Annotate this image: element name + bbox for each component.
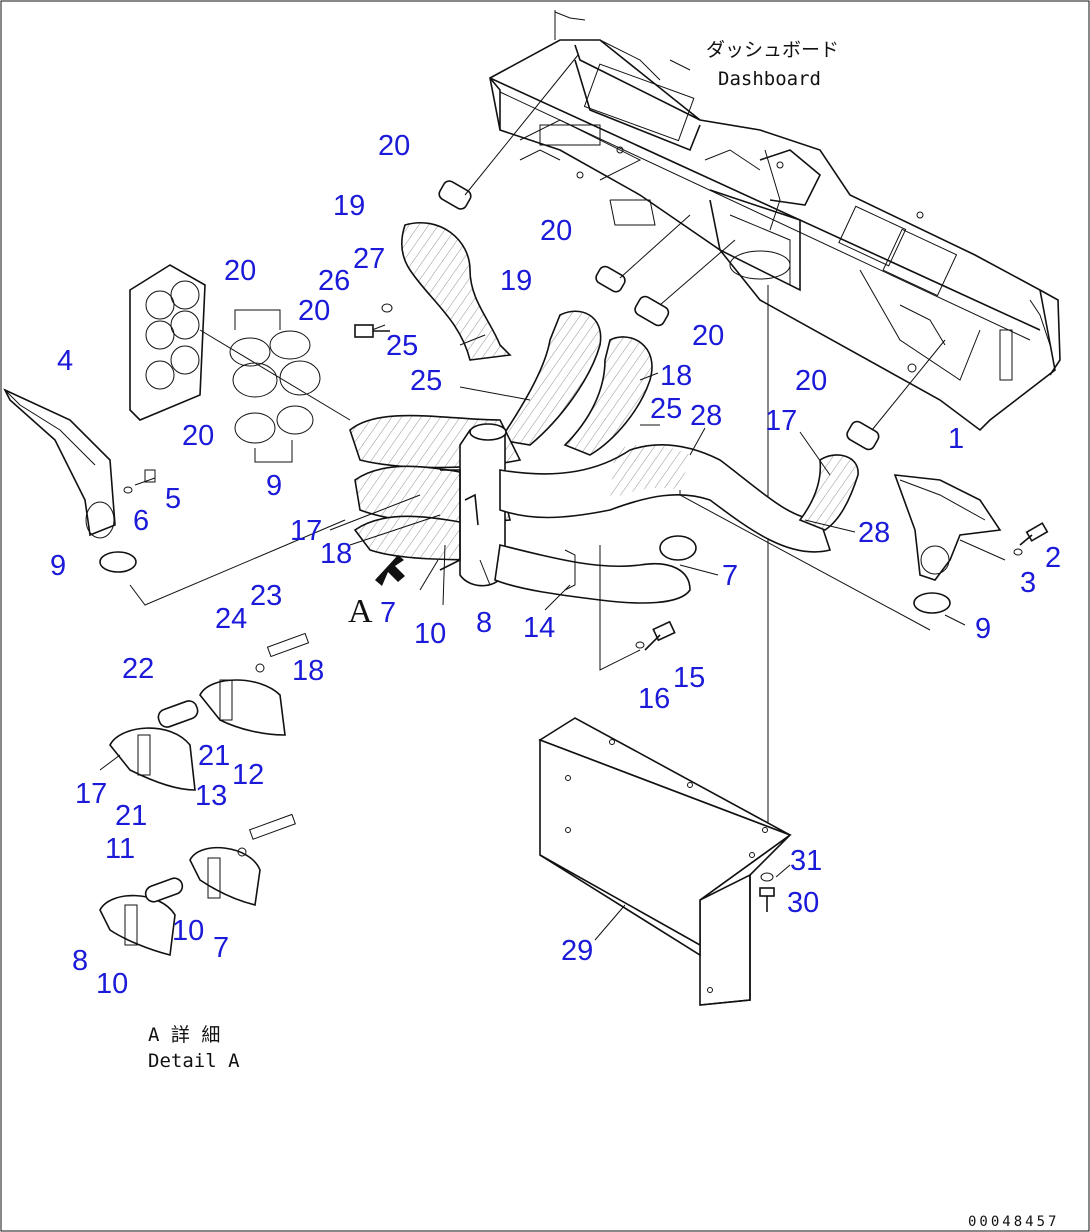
callout-label: 19	[500, 265, 532, 297]
callout-label: 16	[638, 683, 670, 715]
callout-label: 25	[410, 365, 442, 397]
detail-label-jp: A 詳 細	[148, 1024, 220, 1046]
callout-label: 15	[673, 662, 705, 694]
callout-label: 21	[198, 740, 230, 772]
callout-label: 10	[172, 915, 204, 947]
callout-label: 28	[858, 517, 890, 549]
callout-label: 10	[96, 968, 128, 1000]
callout-label: 31	[790, 845, 822, 877]
callout-label: 13	[195, 780, 227, 812]
right-diffuser	[893, 474, 1049, 581]
clamp-set	[229, 309, 321, 463]
callout-label: 26	[318, 265, 350, 297]
callout-label: 4	[57, 345, 73, 377]
callout-label: 9	[975, 613, 991, 645]
callout-label: 27	[353, 243, 385, 275]
callout-label: 9	[50, 550, 66, 582]
callout-label: 28	[690, 400, 722, 432]
callout-label: 30	[787, 887, 819, 919]
detail-label-en: Detail A	[148, 1050, 240, 1072]
callout-label: 3	[1020, 567, 1036, 599]
callout-label: 23	[250, 580, 282, 612]
callout-label: 5	[165, 483, 181, 515]
callout-label: 8	[72, 945, 88, 977]
louver-panel	[129, 264, 351, 421]
leader-lines	[329, 324, 931, 671]
callout-label: 20	[378, 130, 410, 162]
callout-label: 21	[115, 800, 147, 832]
callout-label: 29	[561, 935, 593, 967]
callout-label: 8	[476, 607, 492, 639]
callout-label: 25	[650, 393, 682, 425]
hose-clamp	[595, 214, 691, 293]
callout-label: 25	[386, 330, 418, 362]
hose-clamp	[99, 519, 346, 606]
callout-label: 18	[292, 655, 324, 687]
bolt-set	[759, 864, 791, 912]
callout-label: 7	[722, 560, 738, 592]
dashboard-label-jp: ダッシュボード	[706, 39, 839, 61]
callout-label: 11	[105, 833, 135, 865]
dashboard	[489, 10, 1061, 432]
hose-clamp	[846, 339, 946, 451]
callout-numbers: 20 19 27 26 20 20 25 20 9 20 19 20 25 18…	[50, 130, 1061, 1000]
callout-label: 10	[414, 618, 446, 650]
detail-a-top	[99, 632, 310, 791]
callout-label: 20	[692, 320, 724, 352]
callout-label: 6	[133, 505, 149, 537]
callout-label: 20	[224, 255, 256, 287]
dashboard-label-en: Dashboard	[718, 68, 821, 90]
callout-label: 18	[660, 360, 692, 392]
callout-label: 17	[765, 405, 797, 437]
cover-plate	[538, 717, 792, 1006]
callout-label: 17	[75, 778, 107, 810]
hose-clamp	[438, 54, 579, 210]
drawing-number: 00048457	[968, 1214, 1059, 1230]
callout-label: 7	[213, 932, 229, 964]
hose-clamp	[634, 239, 736, 327]
view-marker: A	[348, 593, 373, 630]
hose-clamp	[913, 592, 966, 626]
view-arrow	[375, 555, 405, 586]
callout-label: 2	[1045, 542, 1061, 574]
callout-label: 22	[122, 653, 154, 685]
callout-label: 9	[266, 470, 282, 502]
callout-label: 19	[333, 190, 365, 222]
callout-label: 20	[182, 420, 214, 452]
detail-a-bottom	[99, 813, 296, 956]
callout-label: 18	[320, 538, 352, 570]
callout-label: 1	[948, 423, 964, 455]
callout-label: 20	[298, 295, 330, 327]
callout-label: 7	[380, 597, 396, 629]
callout-label: 12	[232, 759, 264, 791]
callout-label: 20	[795, 365, 827, 397]
callout-label: 14	[523, 612, 555, 644]
duct-assembly	[349, 222, 859, 604]
bolt-set	[354, 303, 393, 338]
callout-label: 17	[290, 515, 322, 547]
callout-label: 24	[215, 603, 247, 635]
callout-label: 20	[540, 215, 572, 247]
left-diffuser	[3, 388, 156, 539]
bolt-set	[635, 620, 676, 651]
